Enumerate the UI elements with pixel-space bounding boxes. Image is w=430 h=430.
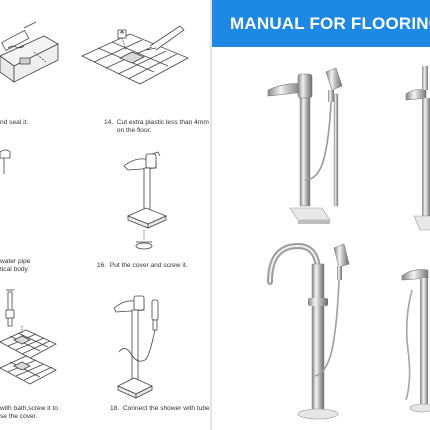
cover-screw-illustration xyxy=(122,150,172,256)
manual-banner: MANUAL FOR FLOORING xyxy=(212,0,430,47)
faucet-square-spout-image xyxy=(267,67,343,224)
manual-page: nd seal it. 14. Cut extra plastic less t… xyxy=(0,0,210,430)
faucet-gooseneck-image xyxy=(267,242,350,420)
faucet-cropped-top-image xyxy=(405,66,430,231)
seal-illustration xyxy=(0,22,60,92)
step-16-caption: 16. Put the cover and screw it. xyxy=(97,262,188,269)
faucet-cropped-bottom-image xyxy=(401,269,430,413)
shower-tube-illustration xyxy=(112,290,178,402)
product-panel: MANUAL FOR FLOORING xyxy=(212,0,430,430)
page-divider xyxy=(210,0,212,430)
step-15-caption: water pipe tical body. xyxy=(0,258,31,273)
fragment-illustration xyxy=(0,148,14,174)
cover-floor-illustration xyxy=(0,284,58,394)
step-13-caption: nd seal it. xyxy=(0,119,29,126)
step-14-caption: 14. Cut extra plastic less than 4mm on t… xyxy=(104,119,209,134)
cut-plastic-illustration xyxy=(82,24,190,106)
step-17-caption: with bath,screw it to se the cover. xyxy=(0,405,58,420)
banner-title: MANUAL FOR FLOORING xyxy=(230,14,430,33)
step-18-caption: 18. Connect the shower with tube. xyxy=(110,405,210,412)
